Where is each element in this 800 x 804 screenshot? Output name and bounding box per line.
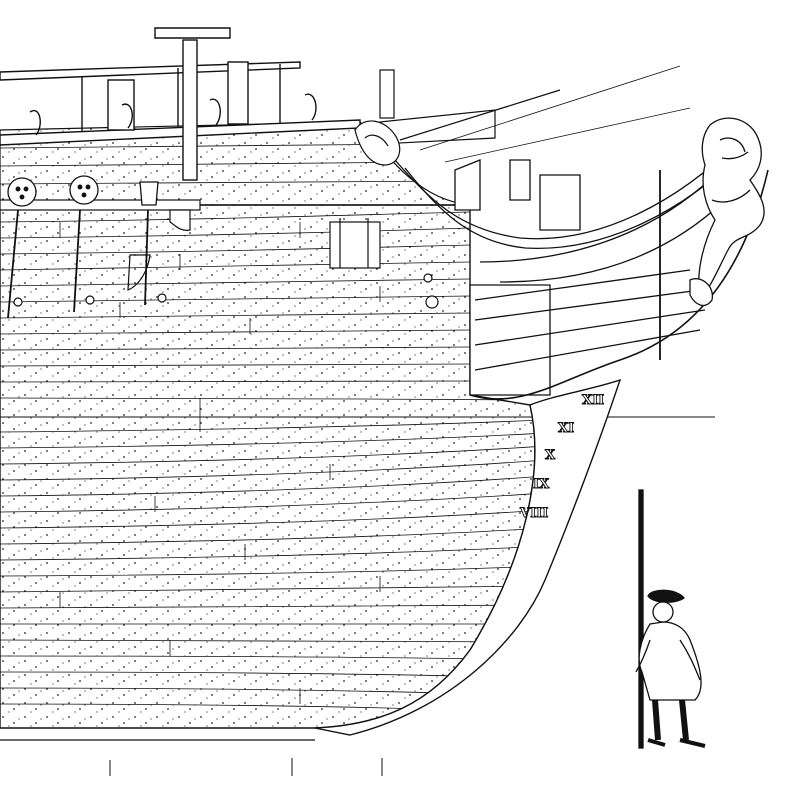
bowsprit: [379, 65, 691, 163]
soldier-figure: [635, 489, 706, 749]
chain-plates: [7, 209, 149, 319]
baseline: [0, 739, 383, 776]
draft-mark-11: XI: [558, 421, 574, 436]
lion-figurehead: [689, 117, 765, 307]
draft-mark-12: XII: [582, 393, 604, 408]
channel-wale: [0, 199, 201, 291]
stem: [314, 378, 622, 736]
side-ladder: [329, 218, 381, 269]
eyebolts: [13, 273, 439, 309]
deadeyes: [7, 175, 159, 207]
cathead-ornament: [354, 120, 401, 166]
hull-planking: [0, 204, 536, 729]
draft-mark-8: VIII: [519, 506, 548, 521]
draft-mark-10: X: [545, 448, 556, 463]
head-rails: [394, 139, 769, 400]
draft-mark-9: IX: [533, 477, 550, 492]
deck-rail: [0, 27, 361, 181]
draft-marks: XII XI X IX VIII: [519, 393, 605, 522]
